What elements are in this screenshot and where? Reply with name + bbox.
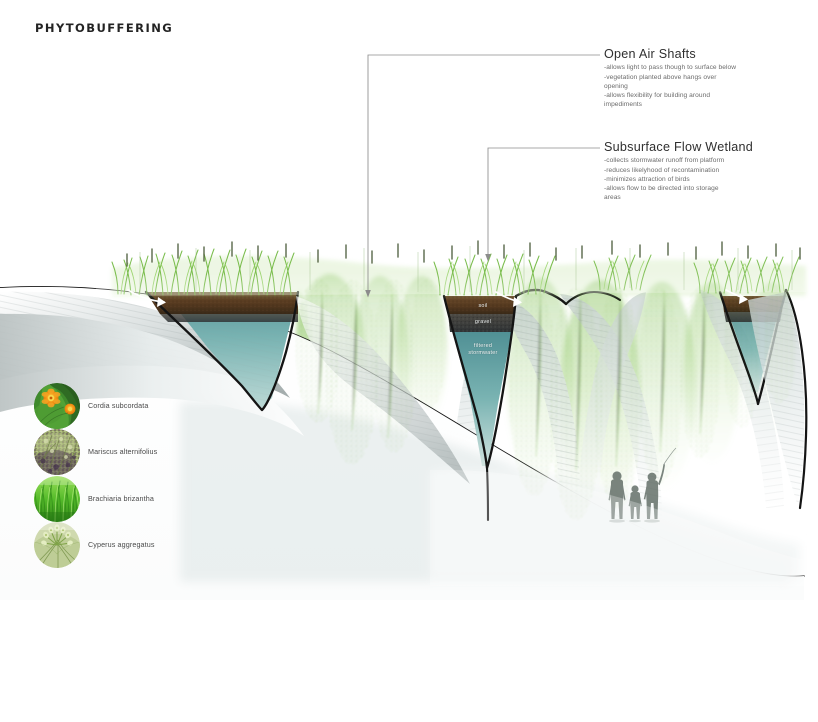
- layer-label-soil: soil: [478, 303, 488, 309]
- legend-item: Mariscus alternifolius: [34, 429, 254, 475]
- legend-label: Brachiaria brizantha: [88, 494, 154, 503]
- callout-bullet: areas: [604, 194, 621, 202]
- legend-item: Brachiaria brizantha: [34, 476, 254, 522]
- callout-subsurface-flow-wetland: Subsurface Flow Wetland -collects stormw…: [604, 140, 818, 203]
- wetland-basin-center: [442, 294, 518, 522]
- leader-lines: [365, 54, 600, 298]
- legend-label: Mariscus alternifolius: [88, 447, 158, 456]
- callout-bullet: -reduces likelyhood of recontamination: [604, 166, 720, 174]
- callout-bullets: -collects stormwater runoff from platfor…: [604, 156, 818, 202]
- scale-figures: [608, 447, 677, 523]
- wetland-basin-left: [144, 290, 300, 412]
- platform-sheet-left: [0, 291, 304, 436]
- callout-bullet: -vegetation planted above hangs over: [604, 73, 717, 81]
- foreground-haze: [430, 469, 808, 586]
- mariscus-alternifolius-swatch: [34, 429, 80, 475]
- callout-bullet: -allows light to pass though to surface …: [604, 64, 737, 72]
- brachiaria-brizantha-swatch: [34, 476, 80, 522]
- callout-bullet: -minimizes attraction of birds: [604, 175, 690, 183]
- ground-mist: [180, 401, 800, 582]
- leader-line-subsurface-flow-wetland: [487, 147, 600, 260]
- legend-label: Cyperus aggregatus: [88, 540, 155, 549]
- vegetation-grass-band: [96, 240, 806, 296]
- cyperus-aggregatus-swatch: [34, 522, 80, 568]
- figure-adult: [608, 471, 626, 519]
- water-flow-arrows: [127, 289, 748, 307]
- legend-item: Cordia subcordata: [34, 383, 254, 429]
- leader-line-open-air-shafts: [367, 54, 600, 296]
- hanging-vegetation-front: [296, 278, 796, 520]
- page-title: PHYTOBUFFERING: [35, 21, 174, 35]
- layer-label-filtered-stormwater: filtered stormwater: [468, 343, 498, 356]
- callout-bullet: -allows flow to be directed into storage: [604, 185, 719, 193]
- callout-bullet: -collects stormwater runoff from platfor…: [604, 157, 725, 165]
- legend-label: Cordia subcordata: [88, 401, 149, 410]
- callout-bullets: -allows light to pass though to surface …: [604, 63, 818, 109]
- callout-bullet: opening: [604, 82, 628, 90]
- callout-heading: Open Air Shafts: [604, 47, 696, 61]
- callout-open-air-shafts: Open Air Shafts -allows light to pass th…: [604, 47, 818, 110]
- cordia-subcordata-swatch: [34, 383, 80, 429]
- callout-heading: Subsurface Flow Wetland: [604, 140, 754, 154]
- legend-item: Cyperus aggregatus: [34, 522, 254, 568]
- callout-bullet: -allows flexibility for building around: [604, 92, 711, 100]
- layer-label-gravel: gravel: [474, 319, 492, 325]
- figure-child: [628, 485, 642, 519]
- callout-bullet: impediments: [604, 101, 643, 109]
- figure-adult-raised-arm: [643, 447, 677, 519]
